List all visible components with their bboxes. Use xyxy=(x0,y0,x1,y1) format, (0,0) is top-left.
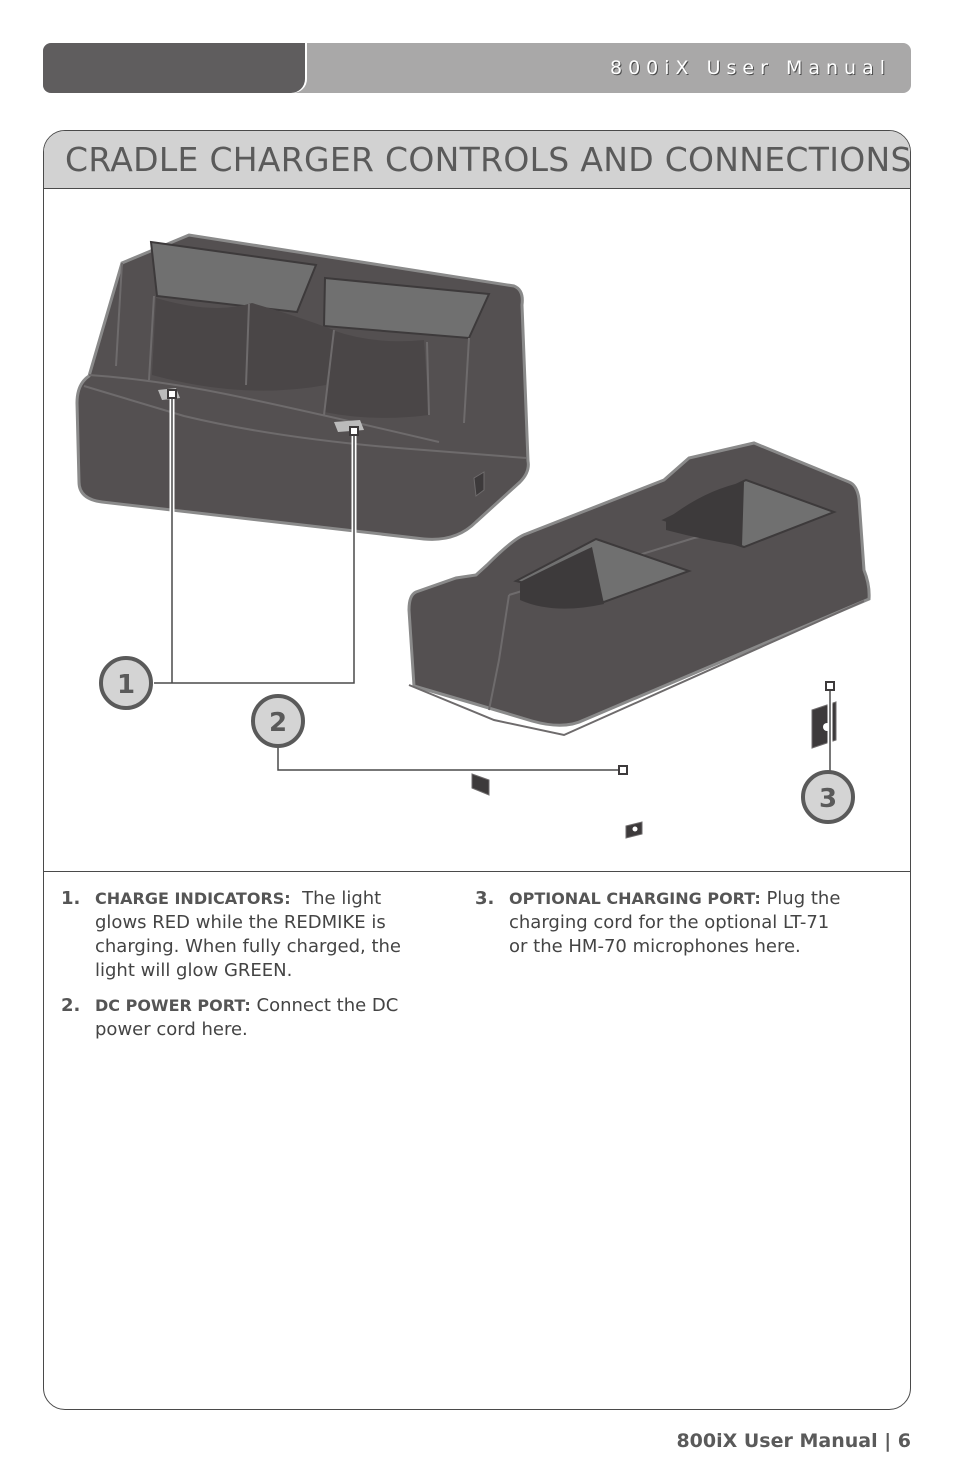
charger-illustration: 1 2 3 xyxy=(44,190,910,872)
description-column-left: 1. CHARGE INDICATORS: The light glows RE… xyxy=(61,887,436,1053)
list-item: 3. OPTIONAL CHARGING PORT: Plug the char… xyxy=(475,887,850,959)
page-title: CRADLE CHARGER CONTROLS AND CONNECTIONS xyxy=(65,140,911,179)
header-title: 800iX User Manual xyxy=(610,57,891,79)
charge-indicator-left xyxy=(167,389,177,399)
item-text: Plug the charging cord for the optional … xyxy=(509,888,841,957)
item-text: Connect the DC power cord here. xyxy=(95,995,399,1040)
item-body: DC POWER PORT: Connect the DC power cord… xyxy=(95,994,436,1042)
charger-diagram: 1 2 3 xyxy=(75,233,871,839)
callout-2-leader xyxy=(275,745,623,773)
callout-2-marker xyxy=(618,765,628,775)
charger-rear-view xyxy=(407,441,871,839)
item-body: OPTIONAL CHARGING PORT: Plug the chargin… xyxy=(509,887,850,959)
panel-header: CRADLE CHARGER CONTROLS AND CONNECTIONS xyxy=(44,131,910,189)
callout-3-number: 3 xyxy=(819,784,837,814)
content-panel: CRADLE CHARGER CONTROLS AND CONNECTIONS xyxy=(43,130,911,1410)
list-item: 2. DC POWER PORT: Connect the DC power c… xyxy=(61,994,436,1042)
header-bar: 800iX User Manual xyxy=(43,43,911,93)
callout-2: 2 xyxy=(251,694,305,748)
dc-power-port xyxy=(632,826,638,832)
item-number: 3. xyxy=(475,888,495,909)
callout-3: 3 xyxy=(801,770,855,824)
callout-1-number: 1 xyxy=(117,670,135,700)
list-item: 1. CHARGE INDICATORS: The light glows RE… xyxy=(61,887,436,983)
callout-1-leader-core xyxy=(154,394,355,684)
item-label: DC POWER PORT: xyxy=(95,996,251,1015)
item-number: 2. xyxy=(61,995,81,1016)
item-text: The light glows RED while the REDMIKE is… xyxy=(95,888,401,981)
item-number: 1. xyxy=(61,888,81,909)
charger-front-view xyxy=(75,233,530,541)
item-label: CHARGE INDICATORS: xyxy=(95,889,291,908)
charge-indicator-right xyxy=(349,426,359,436)
description-column-right: 3. OPTIONAL CHARGING PORT: Plug the char… xyxy=(475,887,850,970)
item-label: OPTIONAL CHARGING PORT: xyxy=(509,889,761,908)
header-tab xyxy=(43,43,305,93)
callout-2-number: 2 xyxy=(269,708,287,738)
callout-3-marker xyxy=(825,681,835,691)
page-footer: 800iX User Manual | 6 xyxy=(676,1430,911,1452)
item-body: CHARGE INDICATORS: The light glows RED w… xyxy=(95,887,436,983)
callout-1: 1 xyxy=(99,656,153,710)
